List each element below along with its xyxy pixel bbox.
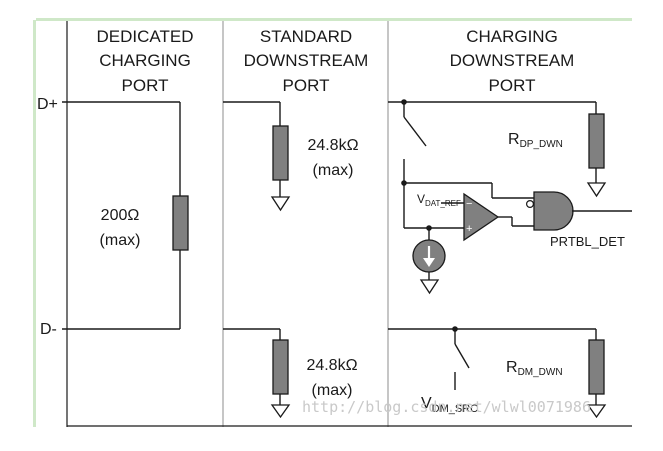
dcp-resistor-value: 200Ω — [101, 207, 140, 224]
svg-text:CHARGING: CHARGING — [99, 51, 191, 70]
panel-frame — [66, 21, 632, 427]
ground-icon — [270, 196, 291, 212]
sdp-bottom-value: 24.8kΩ — [306, 357, 357, 374]
comparator: − + — [463, 192, 534, 242]
header-charging-downstream-port: CHARGING DOWNSTREAM PORT — [450, 27, 575, 95]
rdm-dwn-resistor — [588, 329, 605, 405]
rdp-dwn-resistor — [588, 102, 605, 183]
rdp-dwn-label: RDP_DWN — [508, 131, 563, 150]
svg-text:DEDICATED: DEDICATED — [97, 27, 194, 46]
vdat-ref-label: VDAT_REF — [417, 192, 461, 208]
sdp-bottom-note: (max) — [312, 382, 353, 399]
ground-icon — [270, 404, 291, 419]
green-left-border — [33, 20, 36, 427]
svg-text:PORT: PORT — [283, 76, 330, 95]
dcp-resistor-note: (max) — [100, 232, 141, 249]
dcp-resistor-200-ohm — [172, 102, 189, 329]
svg-text:DOWNSTREAM: DOWNSTREAM — [450, 51, 575, 70]
sdp-dminus-resistor — [272, 329, 289, 405]
sdp-dplus-resistor — [272, 102, 289, 197]
svg-text:PORT: PORT — [122, 76, 169, 95]
rdm-dwn-label: RDM_DWN — [506, 359, 563, 378]
svg-text:+: + — [466, 223, 472, 235]
svg-text:−: − — [466, 198, 472, 210]
dplus-label: D+ — [37, 96, 58, 113]
svg-text:DOWNSTREAM: DOWNSTREAM — [244, 51, 369, 70]
current-source-icon — [412, 239, 446, 280]
header-dedicated-charging-port: DEDICATED CHARGING PORT — [97, 27, 194, 95]
dminus-label: D- — [40, 321, 57, 338]
svg-text:STANDARD: STANDARD — [260, 27, 352, 46]
svg-text:PORT: PORT — [489, 76, 536, 95]
ground-icon — [419, 279, 440, 295]
bus-lines — [62, 101, 596, 330]
watermark-text: http://blog.csdn.net/wlwl0071986 — [302, 398, 591, 416]
header-standard-downstream-port: STANDARD DOWNSTREAM PORT — [244, 27, 369, 95]
dplus-switch — [401, 99, 427, 183]
green-top-border — [36, 18, 632, 21]
sdp-top-value: 24.8kΩ — [307, 137, 358, 154]
ground-icon — [586, 404, 607, 419]
svg-text:CHARGING: CHARGING — [466, 27, 558, 46]
dminus-switch — [452, 326, 470, 390]
ground-icon — [586, 182, 607, 198]
prtbl-det-label: PRTBL_DET — [550, 234, 625, 249]
and-gate — [525, 191, 632, 231]
vdm-src-label: VDM_SRC — [421, 395, 478, 415]
sense-wiring — [401, 180, 534, 240]
sdp-top-note: (max) — [313, 162, 354, 179]
